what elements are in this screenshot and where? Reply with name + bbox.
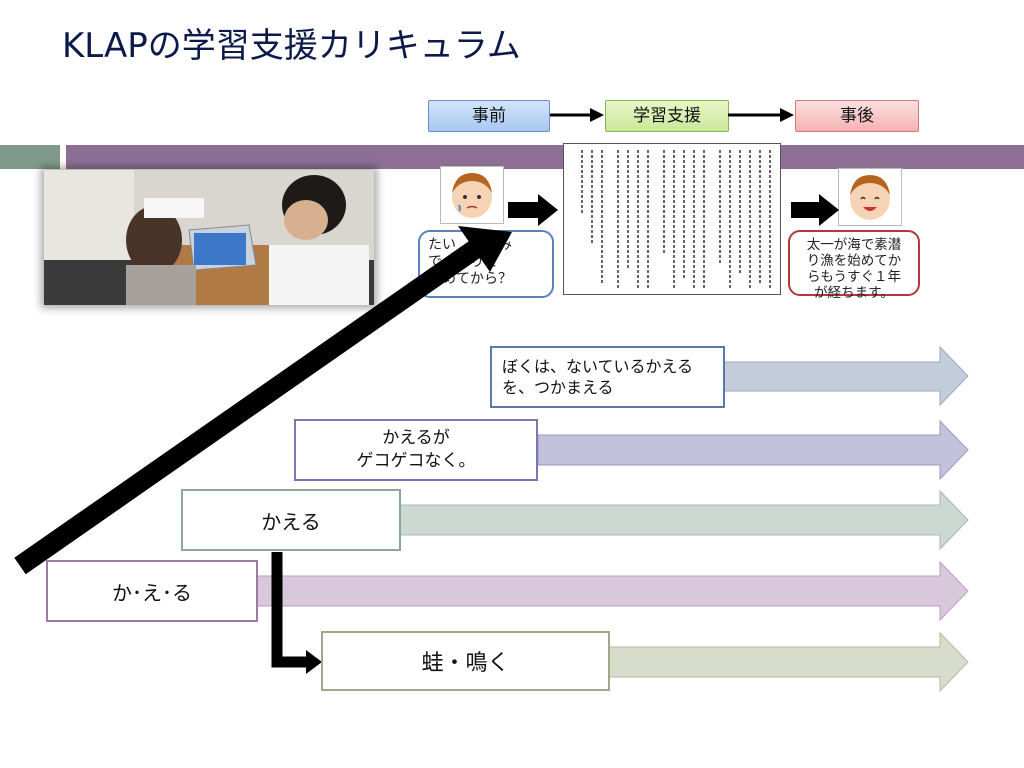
speech-bubble-post: 太一が海で素潜 り漁を始めてか らもうすぐ１年 が経ちます。: [788, 230, 920, 301]
boy-face-icon: [440, 166, 504, 224]
arrow-right-icon: [550, 108, 604, 122]
photo-of-student-and-tutor: [44, 170, 374, 305]
level1-box: 蛙・鳴く: [321, 631, 610, 691]
header-band-right: [66, 145, 1024, 169]
level3-band-arrow: [399, 489, 969, 551]
level5-band-arrow: [723, 345, 969, 407]
level1-band-arrow: [608, 631, 969, 693]
flow-step-post: 事後: [795, 100, 919, 132]
elbow-connector-arrow: [271, 552, 308, 668]
bubble-pre-line3: めてから？: [428, 271, 512, 287]
flow-step-pre: 事前: [428, 100, 550, 132]
diagonal-progress-arrow: [14, 238, 484, 575]
level5-line2: を、つかまえる: [502, 378, 614, 397]
bubble-post-line2: り漁を始めてか: [806, 253, 902, 269]
arrow-right-icon: [508, 194, 558, 226]
level2-band-arrow: [256, 560, 969, 622]
level3-box: かえる: [181, 489, 401, 551]
bubble-post-line1: 太一が海で素潜: [806, 237, 902, 253]
level4-band-arrow: [537, 419, 969, 481]
level4-line2: ゲコゲコなく。: [356, 451, 476, 471]
page-title: KLAPの学習支援カリキュラム: [62, 26, 521, 66]
arrow-right-icon: [728, 108, 794, 122]
header-band-left: [0, 145, 60, 169]
story-text-page-icon: [563, 143, 781, 295]
arrow-right-icon: [791, 194, 839, 226]
level5-line1: ぼくは、ないているかえる: [502, 357, 694, 376]
level2-box: か･え･る: [46, 560, 258, 622]
level4-box: かえるが ゲコゲコなく。: [294, 419, 538, 481]
boy-smiling-face-icon: [838, 168, 902, 226]
bubble-post-line4: が経ちます。: [814, 285, 894, 301]
level4-line1: かえるが: [382, 428, 450, 448]
bubble-post-line3: らもうすぐ１年: [806, 269, 902, 285]
level5-box: ぼくは、ないているかえる を、つかまえる: [490, 346, 725, 408]
flow-step-mid: 学習支援: [605, 100, 729, 132]
